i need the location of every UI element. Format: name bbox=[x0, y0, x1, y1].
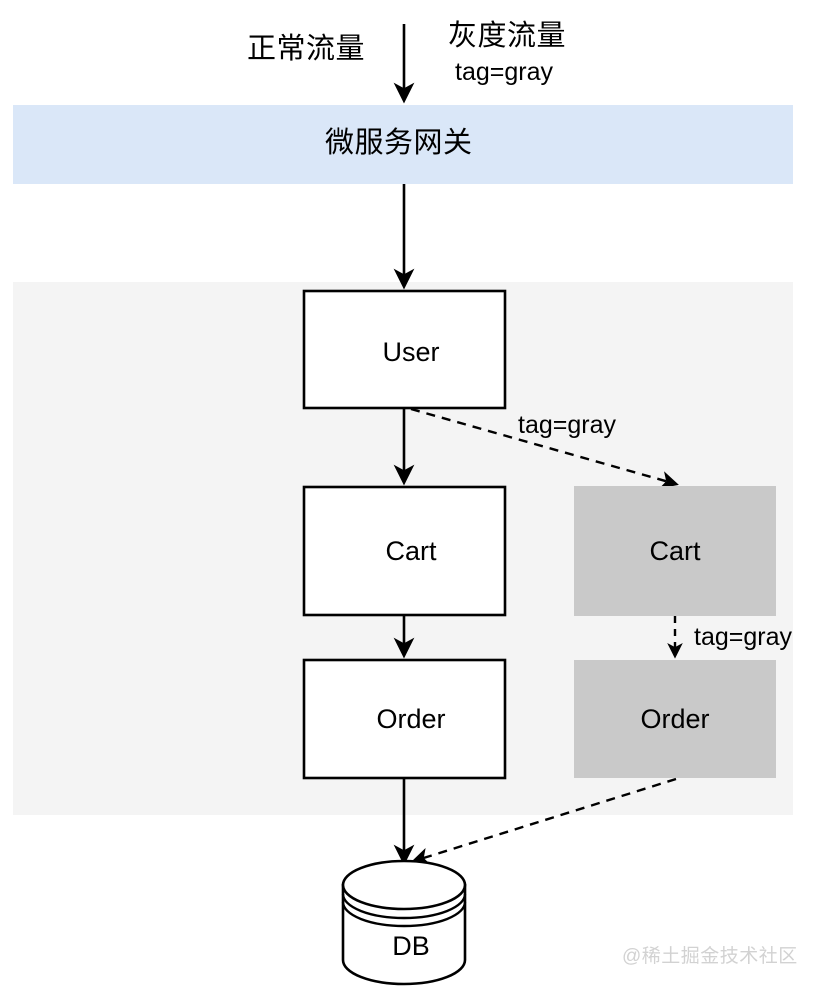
edge-label-cart-gray-to-order-gray: tag=gray bbox=[694, 623, 792, 651]
label-gray-traffic: 灰度流量 bbox=[448, 20, 567, 52]
gateway-label: 微服务网关 bbox=[325, 127, 473, 159]
user-to-cart-gray-dashed-arrow bbox=[410, 407, 679, 489]
edge-label-user-to-cart-gray: tag=gray bbox=[518, 411, 616, 439]
label-gray-traffic-tag: tag=gray bbox=[455, 58, 553, 86]
gateway-bar bbox=[13, 105, 793, 184]
node-cart-label: Cart bbox=[385, 536, 437, 566]
node-user-label: User bbox=[382, 337, 440, 367]
order-gray-to-db-dashed-arrow bbox=[411, 777, 677, 866]
node-db-label: DB bbox=[392, 931, 430, 961]
node-cart-box[interactable] bbox=[302, 485, 507, 617]
node-db-cylinder[interactable] bbox=[341, 859, 467, 986]
node-user-box[interactable] bbox=[302, 289, 507, 410]
node-order-box[interactable] bbox=[302, 658, 507, 780]
node-cart-gray-label: Cart bbox=[649, 536, 701, 566]
node-order-gray-box[interactable] bbox=[574, 660, 776, 778]
node-cart-gray-box[interactable] bbox=[574, 486, 776, 616]
node-order-gray-label: Order bbox=[640, 704, 710, 734]
label-normal-traffic: 正常流量 bbox=[247, 33, 366, 65]
node-order-label: Order bbox=[376, 704, 446, 734]
watermark-text: @稀土掘金技术社区 bbox=[622, 946, 798, 967]
